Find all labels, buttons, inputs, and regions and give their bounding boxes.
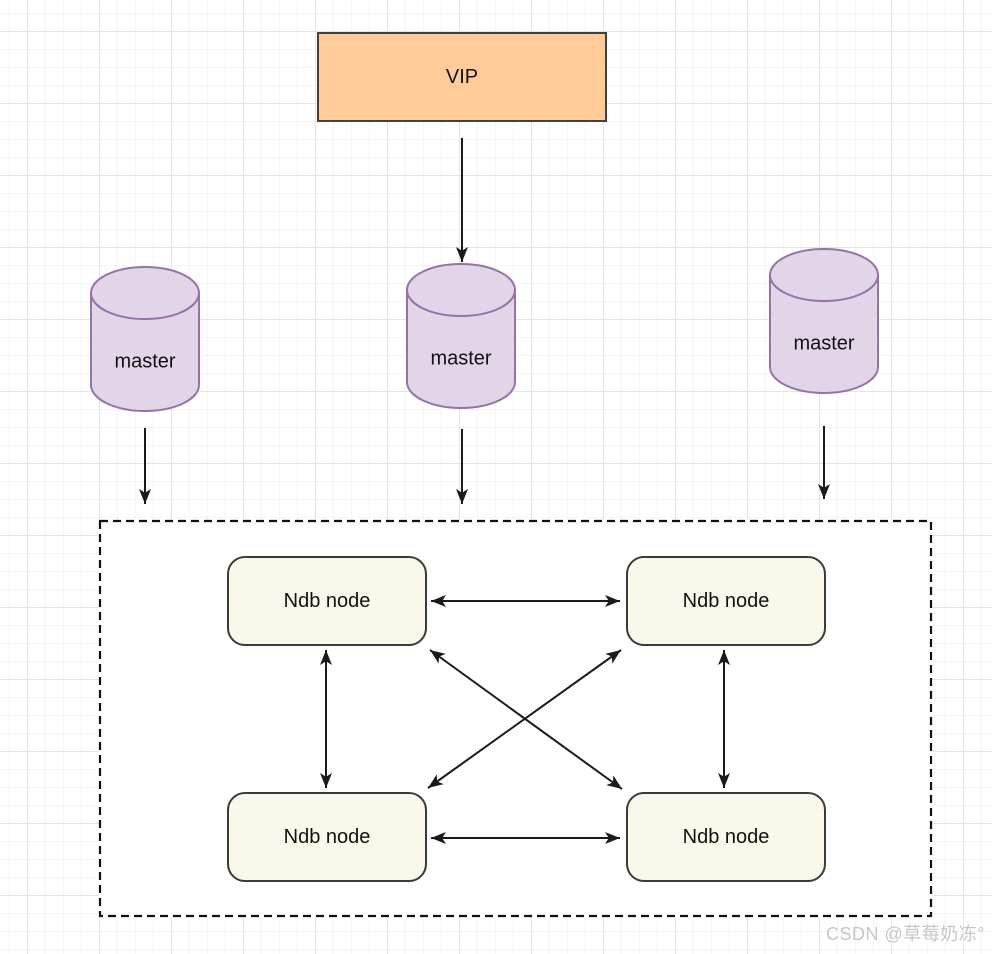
vip-node: VIP [317, 32, 607, 122]
master-node-right: master [769, 248, 879, 394]
master-node-left: master [90, 266, 200, 412]
ndb-node-bottom-left: Ndb node [227, 792, 427, 882]
master-label: master [430, 347, 492, 370]
master-label: master [793, 332, 855, 355]
database-cylinder-icon [90, 266, 200, 412]
database-cylinder-icon [406, 263, 516, 409]
ndb-node-label: Ndb node [682, 825, 770, 848]
ndb-node-top-right: Ndb node [626, 556, 826, 646]
ndb-node-label: Ndb node [283, 589, 371, 612]
ndb-node-top-left: Ndb node [227, 556, 427, 646]
master-label: master [114, 350, 176, 373]
csdn-watermark: CSDN @草莓奶冻° [826, 924, 985, 944]
ndb-node-label: Ndb node [682, 589, 770, 612]
ndb-node-bottom-right: Ndb node [626, 792, 826, 882]
ndb-node-label: Ndb node [283, 825, 371, 848]
master-node-middle: master [406, 263, 516, 409]
database-cylinder-icon [769, 248, 879, 394]
vip-label: VIP [445, 65, 479, 88]
